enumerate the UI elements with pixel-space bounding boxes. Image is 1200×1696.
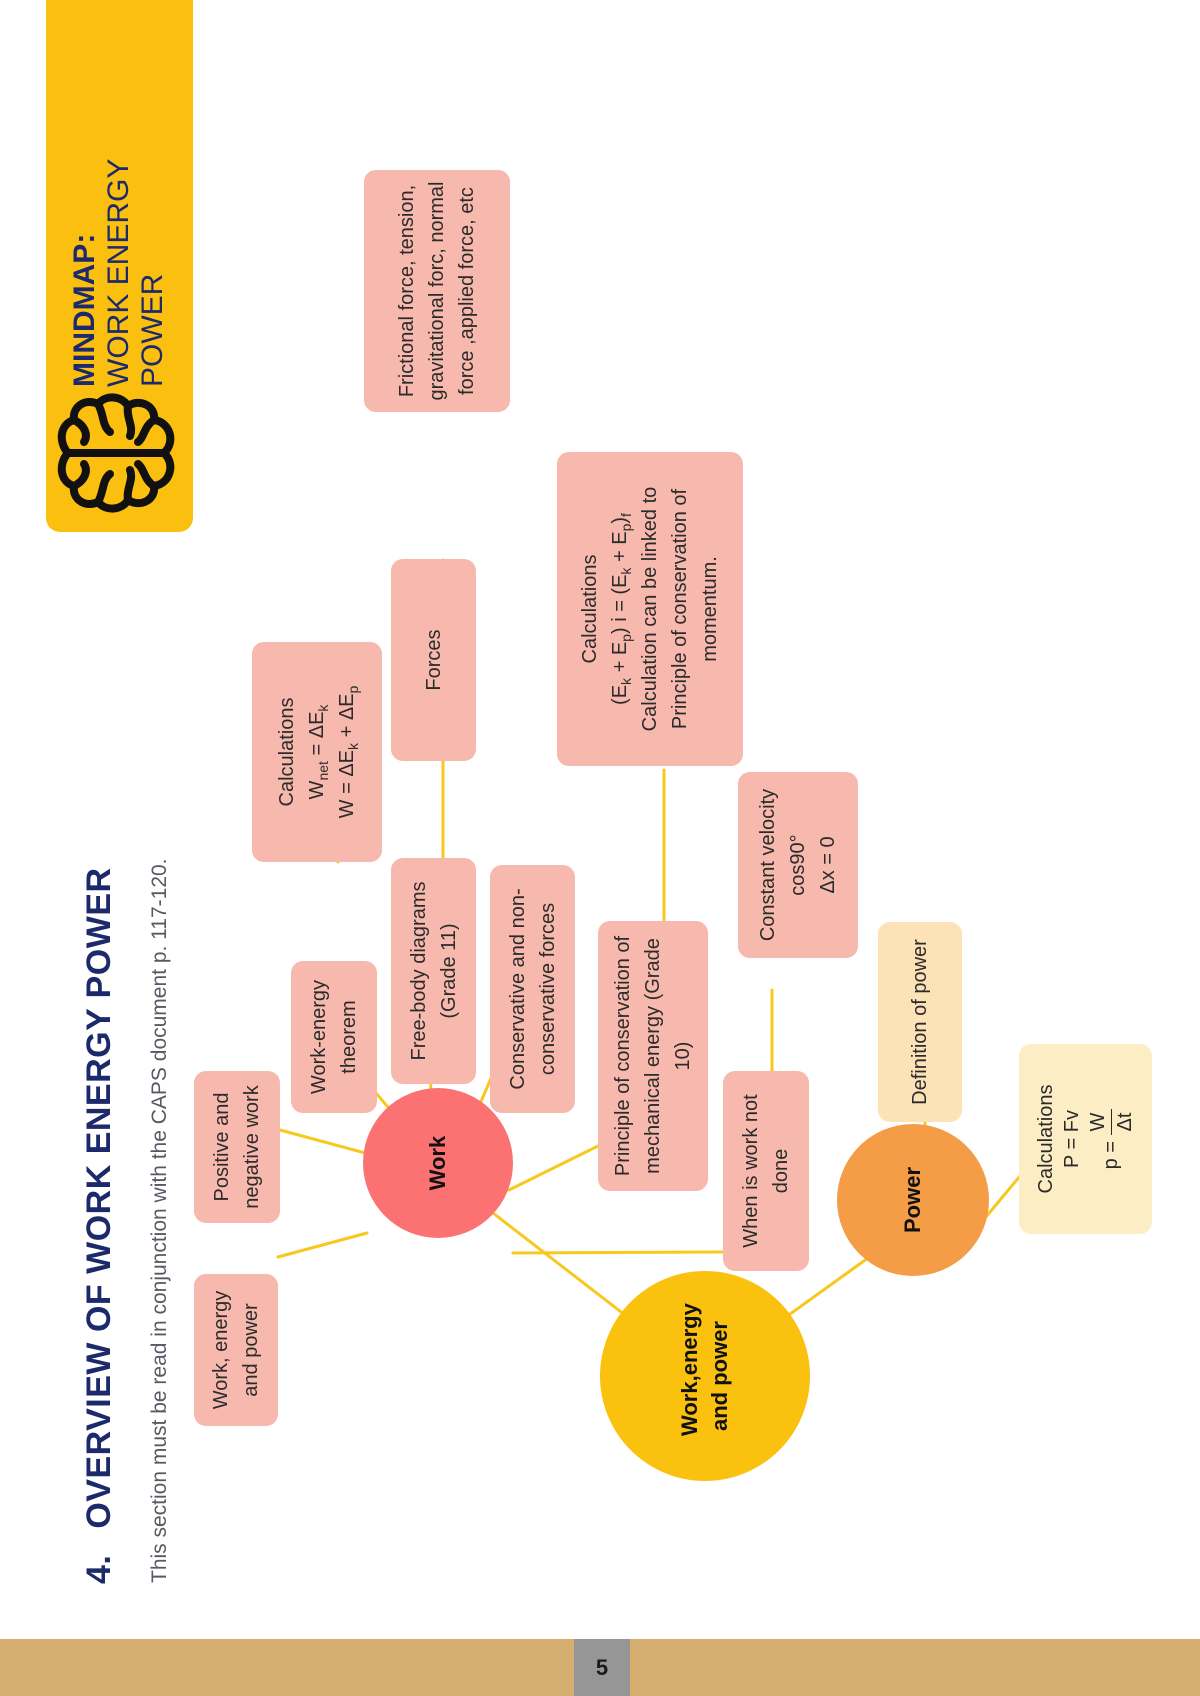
principle-conservation-label: Principle of conservation of mechanical …	[612, 935, 694, 1177]
principle-conservation-box: Principle of conservation of mechanical …	[598, 921, 708, 1191]
free-body-diagrams-label: Free-body diagrams (Grade 11)	[407, 881, 460, 1061]
definition-of-power-label: Definition of power	[909, 939, 931, 1105]
conservation-calculations-box: Calculations (Ek + Ep) i = (Ek + Ep)f Ca…	[557, 452, 743, 766]
work-node-label: Work	[425, 1135, 450, 1191]
theorem-calculations-box: Calculations Wnet = ΔEk W = ΔEk + ΔEp	[252, 642, 382, 862]
work-not-done-box: When is work not done	[723, 1071, 809, 1271]
banner-line3: POWER	[136, 273, 169, 387]
root-node-label: Work,energy and power	[677, 1303, 732, 1436]
conservation-calc-line5: momentum.	[699, 556, 721, 662]
constant-velocity-line2: cos90°	[787, 834, 809, 896]
definition-of-power-box: Definition of power	[878, 922, 962, 1122]
page-subtitle: This section must be read in conjunction…	[148, 858, 171, 1583]
banner-line2: WORK ENERGY	[102, 158, 135, 387]
forces-detail-label: Frictional force, tension, gravitational…	[396, 181, 478, 401]
power-node-label: Power	[900, 1166, 925, 1234]
conservation-calc-formula: (Ek + Ep) i = (Ek + Ep)f	[609, 513, 634, 705]
banner-title: MINDMAP: WORK ENERGY POWER	[68, 87, 170, 387]
conservative-forces-box: Conservative and non-conservative forces	[490, 865, 575, 1113]
link-power-calc	[983, 1174, 1022, 1220]
link-work-principle	[507, 1144, 600, 1192]
positive-negative-work-label: Positive and negative work	[211, 1085, 263, 1209]
brain-icon	[57, 393, 175, 513]
link-work-wep	[276, 1231, 369, 1259]
root-node: Work,energy and power	[600, 1271, 810, 1481]
conservation-calc-line3: Calculation can be linked to	[639, 486, 661, 732]
work-not-done-label: When is work not done	[740, 1094, 792, 1248]
work-node: Work	[363, 1088, 513, 1238]
page-number: 5	[574, 1639, 630, 1696]
work-energy-power-label: Work, energy and power	[210, 1290, 262, 1410]
power-calc-line2: P = Fv	[1061, 1110, 1083, 1168]
constant-velocity-box: Constant velocity cos90° Δx = 0	[738, 772, 858, 958]
forces-label: Forces	[422, 629, 445, 691]
conservative-forces-label: Conservative and non-conservative forces	[506, 888, 559, 1090]
power-node: Power	[837, 1124, 989, 1276]
conservation-calc-line4: Principle of conservation of	[669, 488, 691, 730]
free-body-diagrams-box: Free-body diagrams (Grade 11)	[391, 858, 476, 1084]
power-calc-heading: Calculations	[1035, 1084, 1057, 1194]
conservation-calc-heading: Calculations	[579, 554, 601, 664]
mindmap-banner: MINDMAP: WORK ENERGY POWER	[46, 0, 193, 532]
forces-box: Forces	[391, 559, 476, 761]
footer-band: 5	[0, 1639, 1200, 1696]
positive-negative-work-box: Positive and negative work	[194, 1071, 280, 1223]
constant-velocity-line1: Constant velocity	[757, 788, 779, 942]
banner-line1: MINDMAP:	[68, 233, 101, 387]
theorem-calc-heading: Calculations	[276, 697, 298, 807]
section-number: 4.	[80, 1554, 118, 1584]
theorem-calc-line2: Wnet = ΔEk	[306, 704, 331, 800]
constant-velocity-line3: Δx = 0	[817, 836, 839, 894]
link-work-notdone	[511, 1250, 725, 1255]
forces-detail-box: Frictional force, tension, gravitational…	[364, 170, 510, 412]
page-title-text: OVERVIEW OF WORK ENERGY POWER	[80, 867, 118, 1529]
page-title: 4. OVERVIEW OF WORK ENERGY POWER	[80, 867, 119, 1584]
work-energy-theorem-label: Work-energy theorem	[308, 979, 360, 1095]
work-energy-power-box: Work, energy and power	[194, 1274, 278, 1426]
theorem-calc-line3: W = ΔEk + ΔEp	[336, 685, 361, 819]
work-energy-theorem-box: Work-energy theorem	[291, 961, 377, 1113]
